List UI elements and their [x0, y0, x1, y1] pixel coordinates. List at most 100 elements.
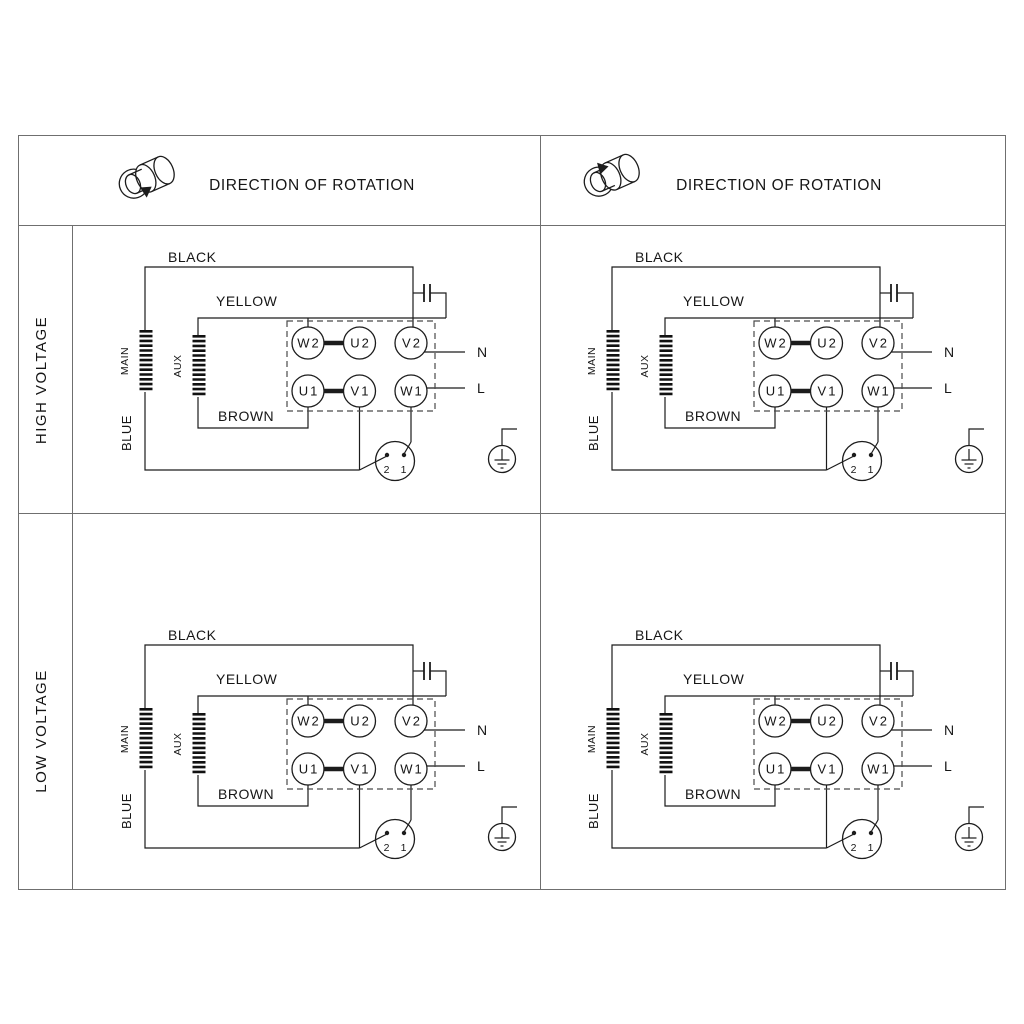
terminal-v1	[342, 752, 377, 786]
label-black: BLACK	[635, 627, 684, 643]
table-outer-border	[18, 135, 1006, 890]
terminal-label-v2: V2	[869, 714, 889, 729]
label-main: MAIN	[119, 725, 131, 753]
terminal-u1	[291, 752, 325, 786]
terminal-label-v1: V1	[818, 762, 838, 777]
direction-of-rotation-label: DIRECTION OF ROTATION	[676, 177, 882, 194]
wire-w1-plug-entry	[403, 441, 412, 455]
motor-rotation-icon-counterclockwise	[118, 155, 175, 199]
terminal-label-v1: V1	[351, 384, 371, 399]
wire-v1-plug-entry	[826, 833, 855, 849]
terminal-w1	[394, 374, 428, 408]
wire-yellow	[664, 317, 913, 335]
wire-yellow	[197, 317, 446, 335]
wire-black	[144, 266, 414, 330]
terminal-label-w2: W2	[297, 714, 321, 729]
label-yellow: YELLOW	[216, 671, 278, 687]
motor-body-bottom	[616, 180, 636, 191]
terminal-label-u2: U2	[817, 336, 838, 351]
plug-icon	[374, 818, 416, 860]
plug-pin-2-label: 2	[384, 842, 391, 854]
wire-w1-plug-entry	[403, 819, 412, 833]
rotation-arrowhead	[140, 186, 152, 198]
plug-icon	[841, 818, 883, 860]
ground-lead	[968, 806, 984, 823]
terminal-v2	[861, 326, 895, 360]
motor-body-end	[618, 153, 640, 183]
label-main: MAIN	[119, 347, 131, 375]
terminal-label-w2: W2	[764, 714, 788, 729]
terminal-label-u1: U1	[299, 384, 320, 399]
label-line: L	[944, 758, 952, 774]
label-black: BLACK	[635, 249, 684, 265]
terminal-w1	[394, 752, 428, 786]
label-aux: AUX	[639, 354, 651, 377]
wire-blue	[144, 770, 360, 849]
terminal-v2	[394, 326, 428, 360]
rotation-arrow-arc	[118, 168, 147, 199]
label-aux: AUX	[172, 732, 184, 755]
label-brown: BROWN	[218, 786, 274, 802]
terminal-label-w2: W2	[764, 336, 788, 351]
wire-black	[144, 644, 414, 708]
terminal-w2	[758, 704, 792, 738]
terminal-v2	[394, 704, 428, 738]
wire-yellow	[197, 695, 446, 713]
row-label-high-voltage: HIGH VOLTAGE	[33, 316, 50, 444]
motor-body-top	[604, 154, 624, 164]
label-main: MAIN	[586, 347, 598, 375]
wire-v1-plug-entry	[359, 455, 388, 471]
label-yellow: YELLOW	[216, 293, 278, 309]
wire-brown	[664, 775, 776, 807]
wire-yellow	[664, 695, 913, 713]
motor-rotation-icon-clockwise	[583, 153, 640, 197]
plug-pin-1-label: 1	[401, 842, 408, 854]
wire-brown	[197, 775, 309, 807]
label-blue: BLUE	[586, 415, 601, 451]
terminal-label-w1: W1	[867, 384, 891, 399]
terminal-u2	[809, 326, 844, 360]
label-brown: BROWN	[685, 408, 741, 424]
terminal-label-u1: U1	[766, 384, 787, 399]
terminal-label-u1: U1	[766, 762, 787, 777]
label-aux: AUX	[639, 732, 651, 755]
wire-v1-plug-entry	[359, 833, 388, 849]
plug-pin-2-dot	[384, 830, 390, 836]
terminal-label-u2: U2	[817, 714, 838, 729]
terminal-label-w1: W1	[400, 762, 424, 777]
wire-w1-plug-entry	[870, 441, 879, 455]
label-main: MAIN	[586, 725, 598, 753]
wire-black	[611, 266, 881, 330]
label-neutral: N	[477, 344, 488, 360]
plug-pin-1-dot	[401, 830, 407, 836]
label-line: L	[944, 380, 952, 396]
terminal-w2	[758, 326, 792, 360]
terminal-u1	[758, 374, 792, 408]
terminal-label-u2: U2	[350, 714, 371, 729]
terminal-label-w1: W1	[867, 762, 891, 777]
terminal-u1	[758, 752, 792, 786]
rotation-arrowhead	[597, 162, 609, 175]
terminal-block-outline	[753, 698, 903, 790]
label-blue: BLUE	[119, 793, 134, 829]
wire-w1-plug-entry	[870, 819, 879, 833]
table-grid	[18, 135, 1006, 890]
ground-lead	[501, 428, 517, 445]
terminal-label-u1: U1	[299, 762, 320, 777]
plug-pin-1-dot	[868, 830, 874, 836]
motor-body-top	[139, 156, 159, 166]
terminal-u2	[342, 326, 377, 360]
label-line: L	[477, 380, 485, 396]
plug-pin-2-label: 2	[384, 464, 391, 476]
wire-blue	[144, 392, 360, 471]
wire-brown	[664, 397, 776, 429]
terminal-u1	[291, 374, 325, 408]
row-label-low-voltage: LOW VOLTAGE	[33, 669, 50, 792]
label-blue: BLUE	[119, 415, 134, 451]
plug-icon	[374, 440, 416, 482]
motor-body-end	[153, 155, 175, 185]
motor-shaft-face	[124, 173, 142, 195]
terminal-u2	[342, 704, 377, 738]
